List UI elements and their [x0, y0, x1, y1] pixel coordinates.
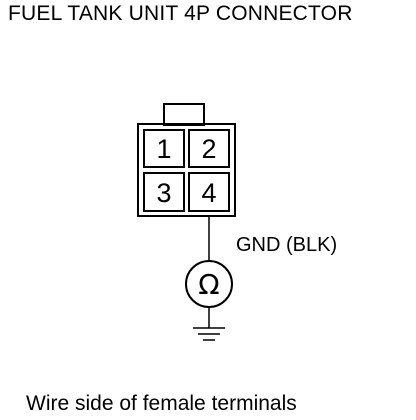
pin-cell-1: [143, 129, 185, 168]
wire-label-gnd: GND (BLK): [236, 234, 338, 256]
pin-cell-4: [188, 172, 230, 212]
ohmmeter-icon: Ω: [185, 260, 233, 308]
ground-icon: [193, 327, 225, 341]
pin-number-3: 3: [156, 178, 171, 208]
diagram-title: FUEL TANK UNIT 4P CONNECTOR: [8, 2, 353, 25]
pin-number-1: 1: [156, 134, 171, 164]
pin-cell-3: [143, 172, 185, 212]
pin-number-2: 2: [201, 134, 216, 164]
connector-latch: [163, 103, 205, 126]
connector-body: [137, 123, 236, 217]
pin-cell-2: [188, 129, 230, 168]
pin-number-4: 4: [201, 178, 216, 208]
ohm-symbol: Ω: [198, 268, 219, 301]
diagram-caption: Wire side of female terminals: [26, 392, 297, 415]
